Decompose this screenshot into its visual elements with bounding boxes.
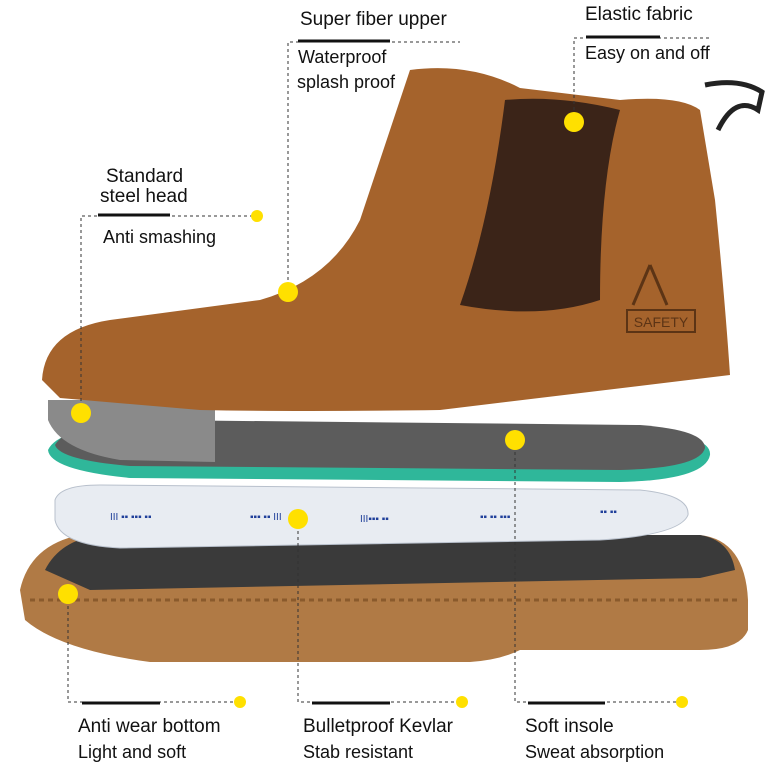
elastic-title: Elastic fabric: [585, 4, 693, 25]
insole-line1: Sweat absorption: [525, 742, 665, 762]
upper-title: Super fiber upper: [300, 9, 447, 30]
upper-line1: Waterproof: [298, 47, 387, 67]
svg-text:III ▪▪ ▪▪▪ ▪▪: III ▪▪ ▪▪▪ ▪▪: [110, 512, 152, 523]
callout-dots: [58, 112, 688, 708]
svg-text:▪▪ ▪▪ ▪▪▪: ▪▪ ▪▪ ▪▪▪: [480, 512, 511, 523]
svg-text:III▪▪▪ ▪▪: III▪▪▪ ▪▪: [360, 514, 389, 525]
safety-logo: SAFETY: [626, 264, 696, 333]
steel-title2: steel head: [100, 186, 188, 207]
bottom-line1: Light and soft: [78, 742, 187, 762]
kevlar-line1: Stab resistant: [303, 742, 414, 762]
callout-lines: [67, 37, 712, 703]
upper-line2: splash proof: [297, 72, 396, 92]
steel-line1: Anti smashing: [103, 227, 217, 247]
elastic-gore: [460, 98, 620, 312]
steel-title1: Standard: [106, 166, 184, 187]
svg-text:▪▪ ▪▪: ▪▪ ▪▪: [600, 507, 617, 518]
elastic-line1: Easy on and off: [585, 43, 710, 63]
svg-text:SAFETY: SAFETY: [634, 314, 689, 330]
insole-title: Soft insole: [525, 716, 614, 737]
kevlar-midsole: [54, 484, 689, 549]
svg-text:▪▪▪ ▪▪ III: ▪▪▪ ▪▪ III: [250, 512, 282, 523]
bottom-title: Anti wear bottom: [78, 716, 221, 737]
kevlar-title: Bulletproof Kevlar: [303, 716, 453, 737]
